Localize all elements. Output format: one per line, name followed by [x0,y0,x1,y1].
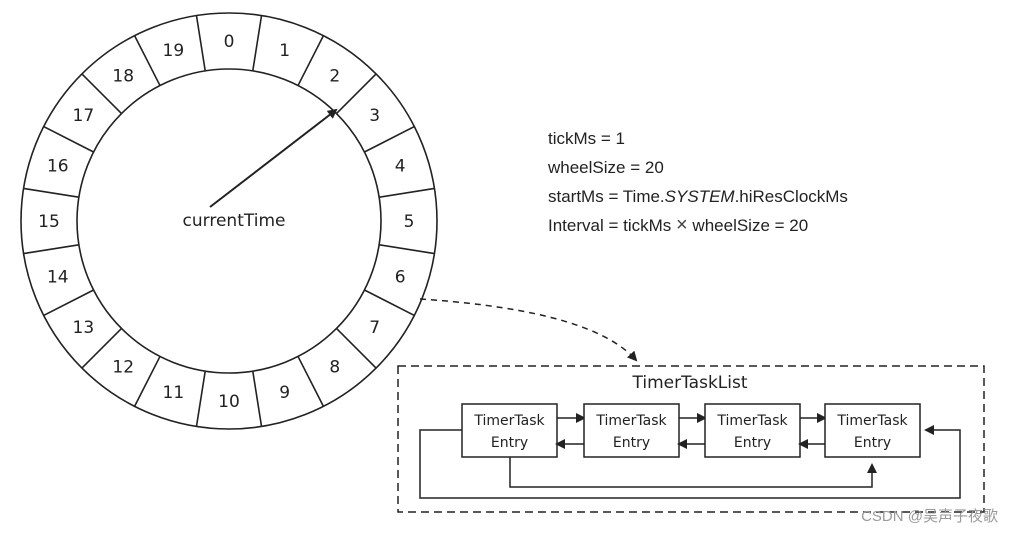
timer-task-entry-line2: Entry [854,435,891,451]
slot-to-tasklist-arrow [419,298,638,362]
wheel-slot-16: 16 [47,156,69,176]
watermark: CSDN @吴声子夜歌 [861,508,998,525]
wheel-slot-0: 0 [224,32,235,52]
wheel-slot-12: 12 [112,358,134,378]
wheel-slot-1: 1 [279,41,290,61]
param-startms: startMs = Time.SYSTEM.hiResClockMs [548,182,848,211]
timer-task-entry-line1: TimerTask [595,413,667,429]
multiply-symbol: × [676,214,688,236]
wheel-slot-18: 18 [112,66,134,86]
wheel-slot-divider [43,125,94,153]
wheel-slot-17: 17 [73,106,95,126]
timer-task-entry-line1: TimerTask [473,413,545,429]
wheel-slot-11: 11 [163,383,185,403]
wheel-slot-divider [297,356,325,407]
wheel-slot-divider [23,187,79,199]
wheel-slot-6: 6 [395,268,406,288]
timer-task-entry-box [704,403,801,458]
param-wheelsize: wheelSize = 20 [548,158,664,177]
param-startms-prefix: startMs = Time. [548,187,665,206]
param-startms-suffix: .hiResClockMs [734,187,848,206]
wheel-slot-divider [251,371,263,427]
wheel-slot-15: 15 [38,212,60,232]
wheel-slot-3: 3 [369,106,380,126]
timer-task-entry-box [824,403,921,458]
wheel-slot-10: 10 [218,392,240,412]
wheel-slot-divider [81,73,123,115]
wheel-slot-divider [335,73,377,115]
timer-task-entry-line2: Entry [613,435,650,451]
wheel-slot-2: 2 [329,66,340,86]
wheel-slot-19: 19 [163,41,185,61]
timer-task-entry-line2: Entry [734,435,771,451]
wheel-slot-9: 9 [279,383,290,403]
wheel-slot-divider [379,243,435,255]
wheel-slot-divider [364,125,415,153]
timer-task-entry-line1: TimerTask [716,413,788,429]
wheel-slot-divider [195,371,207,427]
timer-task-entry-box [461,403,558,458]
loop-connector-inner [509,457,877,488]
param-interval-prefix: Interval = tickMs [548,216,677,235]
wheel-slot-7: 7 [369,318,380,338]
wheel-slot-divider [133,35,161,86]
wheel-slot-divider [297,35,325,86]
wheel-slot-4: 4 [395,156,406,176]
wheel-slot-divider [364,289,415,317]
wheel-slot-divider [133,356,161,407]
wheel-inner-ring [76,68,382,374]
param-interval: Interval = tickMs × wheelSize = 20 [548,211,848,240]
loop-connector-outer [419,425,961,499]
timer-task-entry-line1: TimerTask [836,413,908,429]
timer-task-entry-line2: Entry [491,435,528,451]
timer-task-entry-box [583,403,680,458]
wheel-slot-divider [195,15,207,71]
wheel-slot-divider [23,243,79,255]
param-startms-italic: SYSTEM [664,187,735,206]
wheel-slot-divider [43,289,94,317]
wheel-slot-5: 5 [404,212,415,232]
param-tickms: tickMs = 1 [548,129,625,148]
wheel-slot-divider [379,187,435,199]
wheel-slot-13: 13 [73,318,95,338]
wheel-slot-divider [81,327,123,369]
wheel-slot-divider [251,15,263,71]
wheel-slot-divider [335,327,377,369]
wheel-slot-14: 14 [47,268,69,288]
timer-task-list-box [397,365,985,513]
timer-task-list-title: TimerTaskList [632,373,748,393]
current-time-pointer [209,108,338,208]
wheel-outer-ring [20,12,438,430]
wheel-slot-8: 8 [329,358,340,378]
current-time-label: currentTime [183,211,286,231]
parameter-block: tickMs = 1 wheelSize = 20 startMs = Time… [548,124,848,240]
param-interval-suffix: wheelSize = 20 [687,216,809,235]
